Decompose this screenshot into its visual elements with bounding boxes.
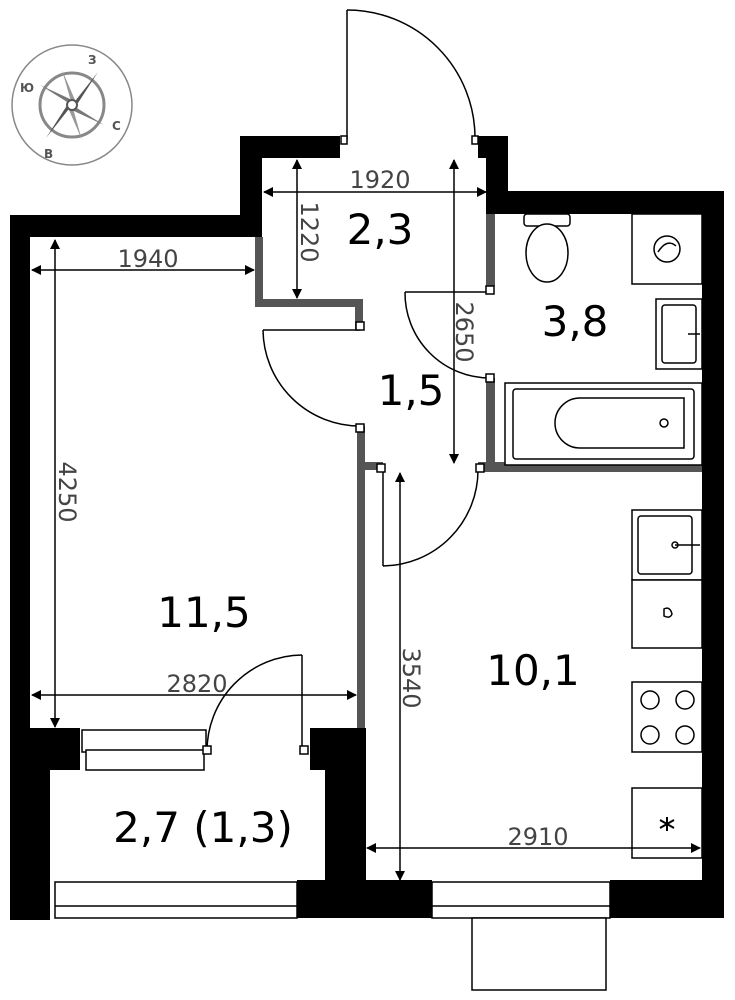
kitchen-fixtures: [631, 509, 703, 859]
dim-hall-width: 1920: [349, 166, 410, 194]
dim-room-length: 4250: [53, 461, 81, 522]
area-hall: 2,3: [347, 205, 414, 254]
dim-corridor-length: 2650: [450, 301, 478, 362]
compass-icon: З С В Ю: [11, 44, 133, 166]
toilet-bowl-icon: [525, 223, 569, 283]
area-living-room: 11,5: [157, 588, 251, 637]
bathroom-fixtures: [504, 213, 703, 466]
dim-hall-depth: 1220: [295, 201, 323, 262]
compass-south-label: В: [44, 147, 53, 161]
dim-kitchen-width: 2910: [507, 823, 568, 851]
dim-room-width-top: 1940: [117, 245, 178, 273]
compass-east-label: С: [112, 119, 121, 133]
dim-kitchen-length: 3540: [397, 647, 425, 708]
area-balcony: 2,7 (1,3): [113, 803, 293, 852]
dimension-lines: [31, 159, 701, 881]
dim-room-width-bottom: 2820: [166, 670, 227, 698]
compass-north-label: З: [88, 53, 97, 67]
area-bathroom: 3,8: [542, 297, 609, 346]
interior-walls: [255, 214, 702, 728]
doors: [202, 9, 495, 755]
area-corridor: 1,5: [378, 366, 445, 415]
windows: [54, 729, 611, 991]
area-kitchen: 10,1: [486, 646, 580, 695]
exterior-walls: [10, 136, 724, 920]
compass-west-label: Ю: [20, 81, 34, 95]
